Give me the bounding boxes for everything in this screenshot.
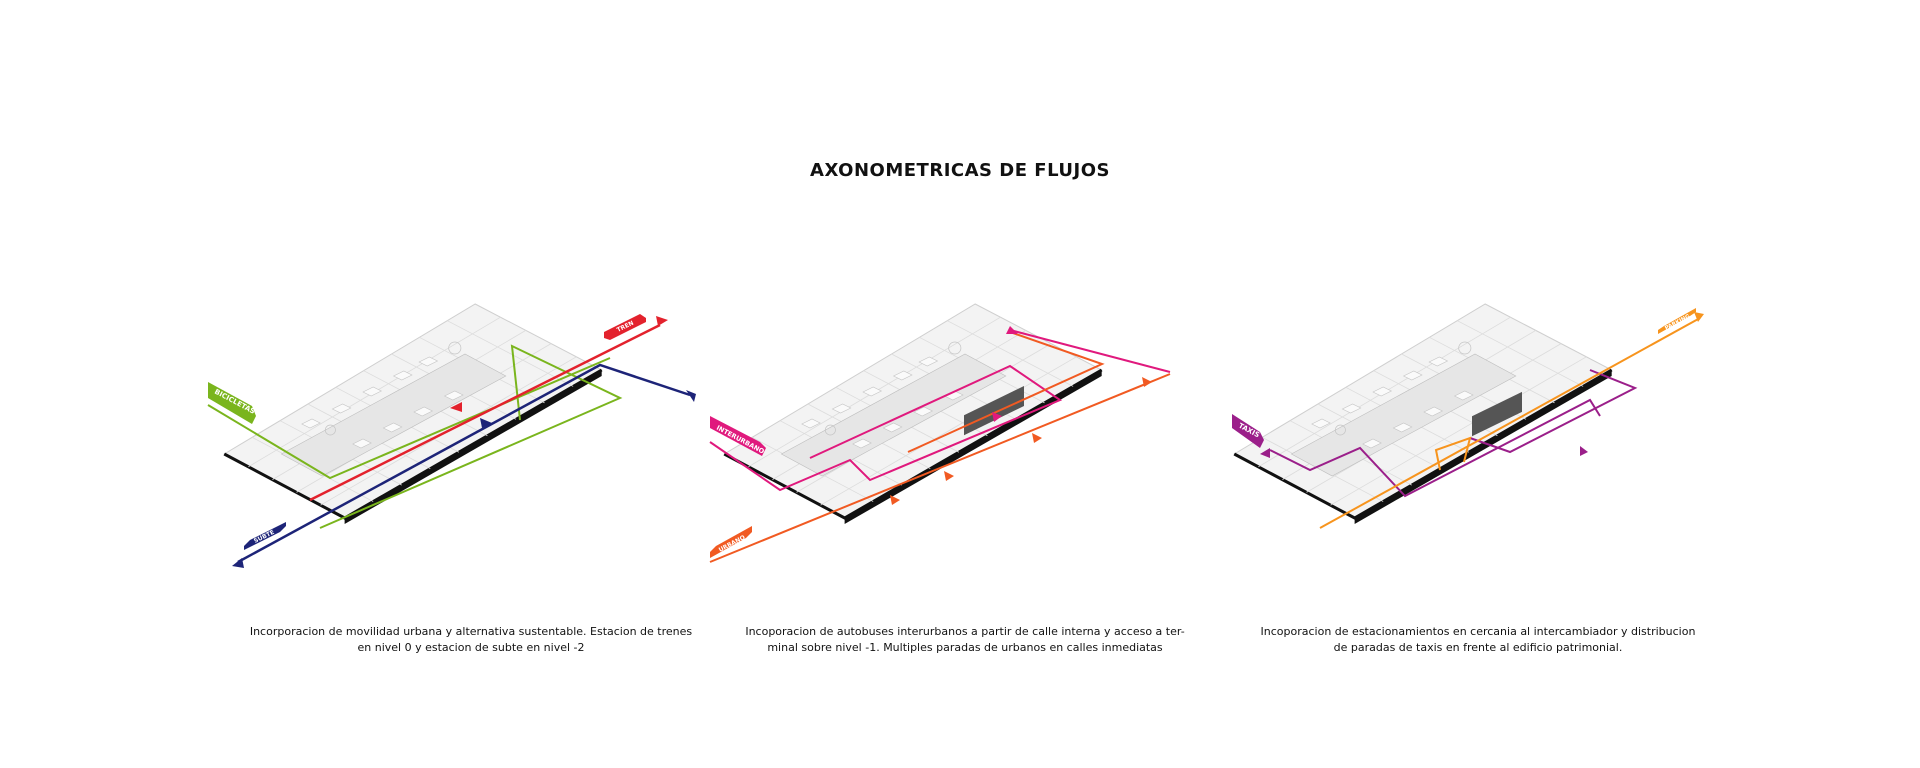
urban-arrow-c (1032, 433, 1042, 443)
subway-arrow-start (232, 558, 244, 568)
subway-arrow-end (686, 390, 696, 402)
interurban-route-line (709, 364, 1063, 492)
building-block (1428, 356, 1449, 367)
axonometric-diagram-2: INTERURBANO URBANO (709, 303, 1171, 563)
parking-route-line (1319, 317, 1701, 529)
caption-line: minal sobre nivel -1. Multiples paradas … (767, 641, 1163, 654)
urban-route-line (709, 373, 1171, 563)
taxi-tag: TAXIS (1232, 414, 1264, 448)
subway-arrow-mid (480, 418, 492, 428)
urban-arrow-d (1142, 377, 1152, 387)
street-line (1330, 356, 1587, 506)
building-block (1392, 422, 1413, 433)
building-block (418, 356, 439, 367)
taxi-route-line (1269, 398, 1601, 498)
building-block (352, 438, 372, 449)
plate-base (1354, 370, 1612, 524)
roundabout (1458, 341, 1472, 355)
building-block (362, 386, 383, 397)
caption-line: de paradas de taxis en frente al edifici… (1333, 641, 1623, 654)
panel-bus: INTERURBANO URBANO (700, 290, 1240, 590)
roundabout (448, 341, 462, 355)
caption-line: Incoporacion de estacionamientos en cerc… (1260, 625, 1696, 638)
interchange-building (1472, 391, 1522, 437)
urban-route-top (907, 331, 1105, 453)
building-block (1453, 390, 1474, 401)
parking-arrow (1694, 312, 1704, 322)
caption-line: en nivel 0 y estacion de subte en nivel … (357, 641, 585, 654)
building-block (892, 370, 913, 381)
building-block (913, 406, 934, 417)
subway-route-line (237, 363, 691, 564)
taxi-arrow-a (1260, 448, 1270, 458)
building-block (331, 403, 352, 414)
caption-line: Incorporacion de movilidad urbana y alte… (249, 625, 693, 638)
urban-arrow-a (890, 495, 900, 505)
panel-taxi-parking: TAXIS PARKING (1210, 290, 1750, 590)
building-block (1372, 386, 1393, 397)
building-block (882, 422, 903, 433)
plate-base (344, 370, 602, 524)
building-block (1423, 406, 1444, 417)
roundabout (1334, 424, 1346, 436)
urban-arrow-b (944, 471, 954, 481)
parking-tag-label: PARKING (1664, 313, 1691, 331)
building-block (1362, 438, 1382, 449)
building-block (852, 438, 872, 449)
interurban-arrow-mid (992, 412, 1002, 422)
building-block (831, 403, 852, 414)
interurban-arrow (1006, 326, 1018, 334)
terminal-building (964, 385, 1024, 436)
caption-panel-3: Incoporacion de estacionamientos en cerc… (1238, 624, 1718, 656)
taxi-route-branch (1469, 369, 1638, 454)
plaza-band (1290, 353, 1517, 477)
bicycle-tag: BICICLETAS (208, 382, 256, 424)
interurban-route-top (1009, 329, 1171, 373)
building-block (862, 386, 883, 397)
roundabout (324, 424, 336, 436)
roundabout (948, 341, 962, 355)
parking-route-loop (1434, 436, 1472, 471)
train-route-line (309, 323, 661, 502)
caption-panel-1: Incorporacion de movilidad urbana y alte… (231, 624, 711, 656)
urban-context (248, 316, 577, 506)
building-block (392, 370, 413, 381)
diagram-title: AXONOMETRICAS DE FLUJOS (810, 160, 1110, 181)
train-arrow-mid (450, 402, 462, 412)
caption-panel-2: Incoporacion de autobuses interurbanos a… (725, 624, 1205, 656)
building-block (413, 406, 434, 417)
plaza-band (280, 353, 507, 477)
street-line (1457, 320, 1584, 387)
building-block (382, 422, 403, 433)
building-block (801, 418, 821, 429)
building-block (443, 390, 464, 401)
caption-line: Incoporacion de autobuses interurbanos a… (745, 625, 1185, 638)
street-line (947, 320, 1074, 387)
axonometric-diagram-3: TAXIS PARKING (1232, 303, 1704, 529)
panel-bicycle-train-subway: BICICLETAS TREN SUBTE (200, 290, 740, 590)
roundabout (824, 424, 836, 436)
building-block (1341, 403, 1362, 414)
train-arrow (656, 316, 668, 326)
building-block (1402, 370, 1423, 381)
urban-context (1258, 316, 1587, 506)
taxi-arrow-b (1580, 446, 1588, 456)
building-block (301, 418, 321, 429)
building-block (1311, 418, 1331, 429)
axonometric-diagram-1: BICICLETAS TREN SUBTE (207, 303, 696, 568)
street-line (447, 320, 574, 387)
building-block (918, 356, 939, 367)
subway-tag: SUBTE (244, 522, 286, 550)
